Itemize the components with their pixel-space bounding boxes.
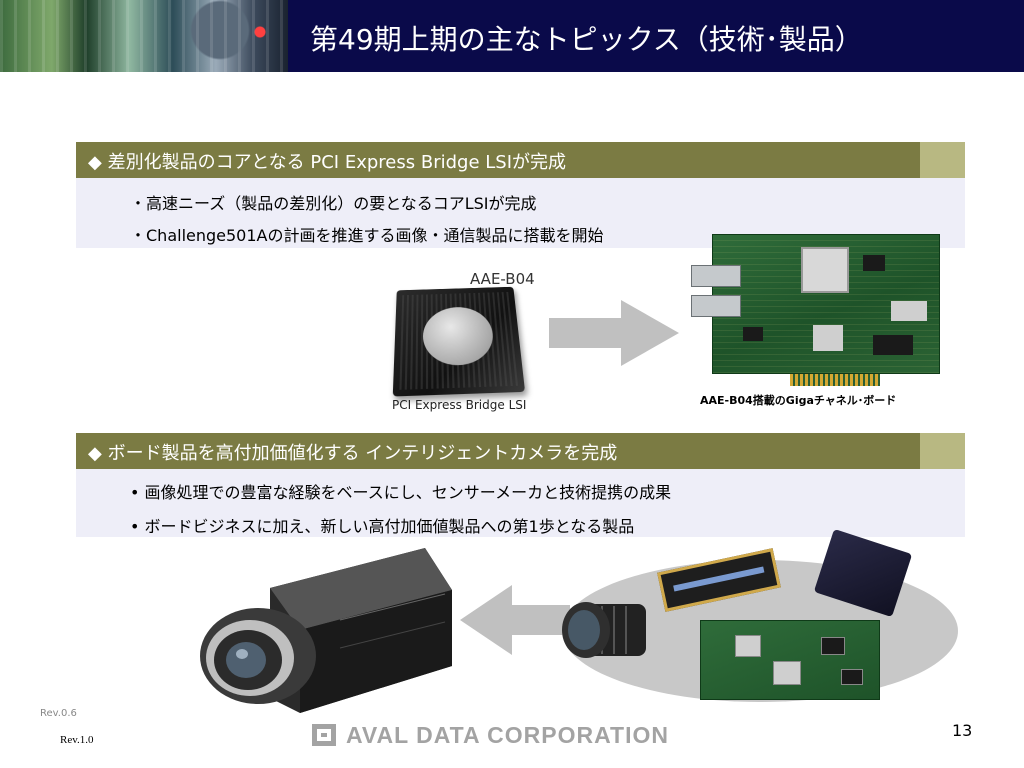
fiber-connector-bottom [691,295,741,317]
pcie-edge-connector [790,374,880,386]
board-caption: AAE-B04搭載のGigaチャネル･ボード [700,394,897,407]
fiber-connector-top [691,265,741,287]
section2-bullet-2: • ボードビジネスに加え、新しい高付加価値製品への第1歩となる製品 [130,517,635,536]
company-logo: AVAL DATA CORPORATION [312,720,712,750]
section2-heading: ◆ ボード製品を高付加価値化する インテリジェントカメラを完成 [88,443,618,464]
chip-die [422,306,496,367]
section1-heading-bar: ◆ 差別化製品のコアとなる PCI Express Bridge LSIが完成 [76,142,965,178]
section1-bullet-2: ・Challenge501Aの計画を推進する画像・通信製品に搭載を開始 [130,226,604,245]
section1-body: ・高速ニーズ（製品の差別化）の要となるコアLSIが完成 ・Challenge50… [76,178,965,248]
intelligent-camera-image [200,548,452,713]
company-name: AVAL DATA CORPORATION [346,722,669,748]
section2-heading-bar: ◆ ボード製品を高付加価値化する インテリジェントカメラを完成 [76,433,965,469]
section2-body: • 画像処理での豊富な経験をベースにし、センサーメーカと技術提携の成果 • ボー… [76,469,965,537]
page-number: 13 [952,721,973,740]
section1-heading: ◆ 差別化製品のコアとなる PCI Express Bridge LSIが完成 [88,152,567,173]
arrow-right-icon [549,300,679,366]
aval-logo-icon [312,724,336,746]
header-photo [0,0,288,72]
section1-accent [920,142,965,178]
pcie-board-image [691,234,940,374]
section2-accent [920,433,965,469]
revision-label-bottom: Rev.1.0 [60,734,94,746]
camera-lens-image [562,602,646,658]
slide-title: 第49期上期の主なトピックス（技術･製品） [310,23,863,56]
lsi-chip-image [392,286,526,397]
board-main-chip [801,247,849,293]
section2-bullet-1: • 画像処理での豊富な経験をベースにし、センサーメーカと技術提携の成果 [130,483,672,502]
slide-header: 第49期上期の主なトピックス（技術･製品） [0,0,1024,72]
revision-label-top: Rev.0.6 [40,708,77,719]
chip-label: AAE-B04 [470,270,535,288]
chip-caption: PCI Express Bridge LSI [392,398,527,412]
section1-bullet-1: ・高速ニーズ（製品の差別化）の要となるコアLSIが完成 [130,194,537,213]
frame-grabber-board-image [700,620,880,700]
arrow-left-icon [460,585,570,655]
